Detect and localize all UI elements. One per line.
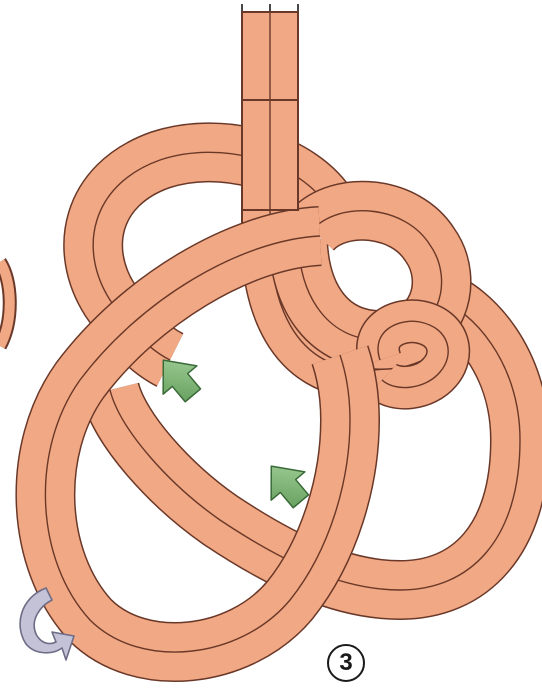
rope-standing-overlap bbox=[242, 100, 298, 210]
left-edge-loop-fragment bbox=[0, 262, 10, 346]
step-number-badge: 3 bbox=[327, 644, 365, 682]
